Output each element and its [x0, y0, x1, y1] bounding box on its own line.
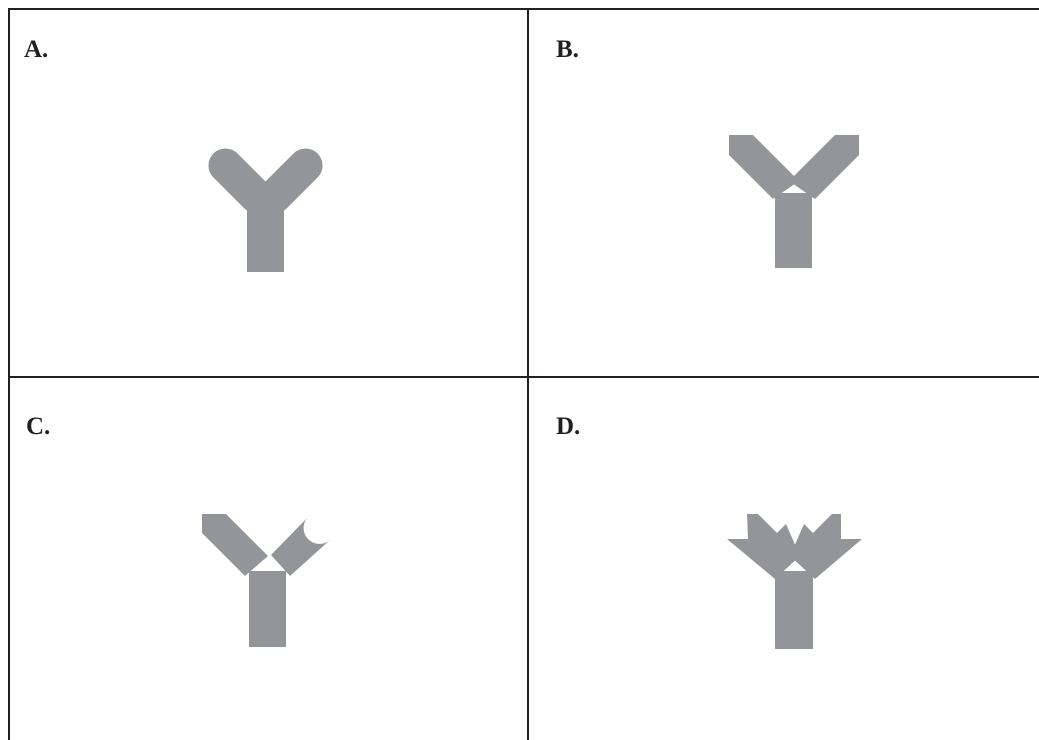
vertical-divider: [527, 8, 529, 740]
panel-a: A.: [0, 0, 528, 378]
horizontal-divider: [8, 376, 1039, 378]
antibody-b-shape: [528, 0, 1039, 378]
top-border: [8, 8, 1039, 10]
antibody-c-left-arm: [202, 514, 268, 576]
antibody-b-right-arm: [789, 135, 859, 199]
antibody-c-right-arm: [271, 516, 330, 576]
panel-c: C.: [0, 378, 528, 740]
panel-d: D.: [528, 378, 1039, 740]
antibody-b-left-arm: [729, 135, 799, 199]
antibody-a-shape: [0, 0, 528, 378]
antibody-d-left-arm: [727, 514, 800, 579]
antibody-c-stem: [249, 571, 286, 647]
left-border: [8, 8, 10, 740]
antibody-d-stem: [775, 571, 813, 649]
antibody-d-right-arm: [790, 514, 862, 579]
antibody-c-shape: [0, 378, 528, 740]
antibody-b-stem: [775, 193, 812, 268]
antibody-d-shape: [528, 378, 1039, 740]
panel-b: B.: [528, 0, 1039, 378]
